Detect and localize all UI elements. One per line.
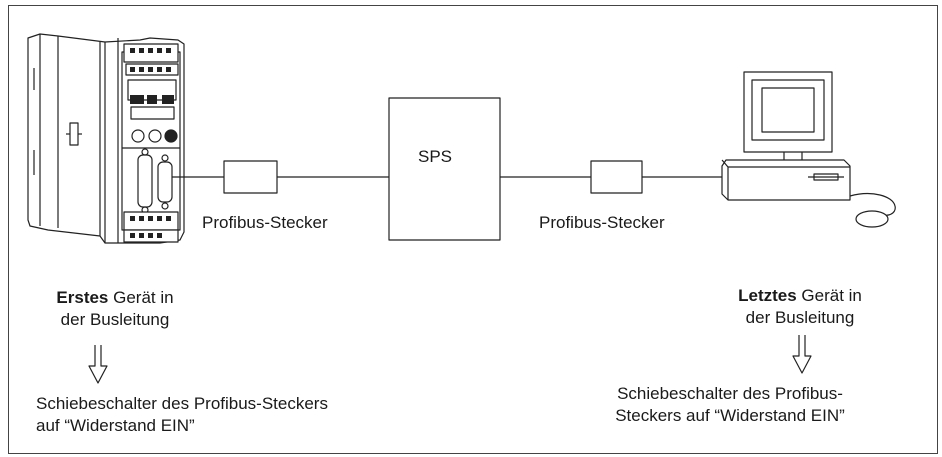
first-device-note: Schiebeschalter des Profibus-Steckers au… <box>36 393 328 437</box>
last-device-line2: der Busleitung <box>745 308 855 327</box>
first-device-note-line1: Schiebeschalter des Profibus-Steckers <box>36 394 328 413</box>
profibus-connector-right <box>590 160 643 194</box>
sps-box <box>388 97 501 241</box>
last-device-note: Schiebeschalter des Profibus- Steckers a… <box>578 383 882 427</box>
first-device-note-line2: auf “Widerstand EIN” <box>36 416 195 435</box>
arrow-down-right-icon <box>792 335 812 374</box>
computer-icon <box>721 71 896 228</box>
last-device-rest: Gerät in <box>796 286 862 305</box>
arrow-down-left-icon <box>88 345 108 384</box>
last-device-note-line1: Schiebeschalter des Profibus- <box>617 384 843 403</box>
connector-left-label: Profibus-Stecker <box>202 213 328 232</box>
last-device-note-line2: Steckers auf “Widerstand EIN” <box>615 406 845 425</box>
last-device-caption: Letztes Gerät in der Busleitung <box>715 285 885 329</box>
first-device-line2: der Busleitung <box>60 310 170 329</box>
measuring-amplifier-device <box>27 33 185 244</box>
last-device-bold: Letztes <box>738 286 797 305</box>
first-device-bold: Erstes <box>56 288 109 307</box>
first-device-caption: Erstes Gerät in der Busleitung <box>35 287 195 331</box>
diagram-frame <box>8 5 938 454</box>
connector-right-label: Profibus-Stecker <box>539 213 665 232</box>
profibus-connector-left <box>223 160 278 194</box>
sps-label: SPS <box>418 147 453 166</box>
first-device-rest: Gerät in <box>108 288 174 307</box>
